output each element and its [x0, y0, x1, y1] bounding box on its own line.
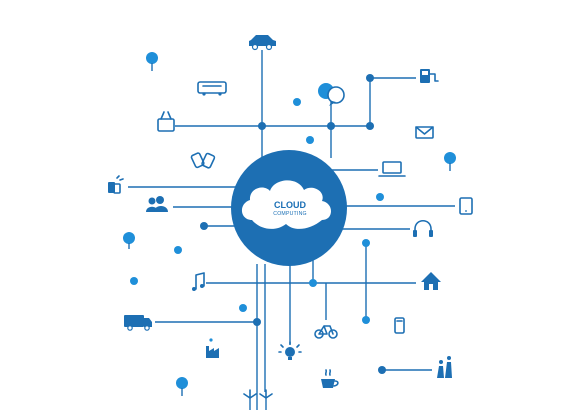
tv-icon	[157, 111, 175, 132]
dot-1	[293, 98, 301, 106]
car-icon	[249, 35, 276, 51]
headphones-icon	[413, 219, 433, 237]
node-gas-corner	[366, 74, 374, 82]
dot-4	[362, 239, 370, 247]
floating-dots	[130, 98, 384, 324]
hand-phone-icon	[108, 175, 124, 194]
map-pin-icon	[123, 232, 135, 249]
truck-icon	[124, 315, 152, 331]
flip-phones-icon	[190, 152, 216, 169]
node-chimneys-end	[378, 366, 386, 374]
dot-3	[376, 193, 384, 201]
node-chat-junction	[327, 122, 335, 130]
map-pin-icon	[146, 52, 158, 71]
mobile-phone-icon	[394, 317, 405, 334]
chimneys-icon	[437, 356, 452, 378]
junction-nodes	[200, 74, 386, 374]
connection-lines	[128, 50, 455, 410]
node-car-junction	[258, 122, 266, 130]
dot-6	[130, 277, 138, 285]
light-bulb-icon	[278, 341, 302, 360]
coffee-cup-icon	[321, 369, 339, 388]
dot-8	[239, 304, 247, 312]
cloud-icon	[241, 180, 331, 229]
laptop-icon	[378, 161, 406, 177]
node-gas-junction	[366, 122, 374, 130]
hub-subtitle: COMPUTING	[273, 211, 307, 217]
map-pin-icon	[176, 377, 188, 396]
cloud-hub: CLOUD COMPUTING	[231, 150, 347, 266]
factory-icon	[206, 338, 219, 358]
node-left-dot	[200, 222, 208, 230]
bicycle-icon	[314, 325, 338, 339]
gas-station-icon	[420, 69, 439, 83]
dot-5	[174, 246, 182, 254]
tablet-icon	[459, 197, 473, 215]
dot-2	[306, 136, 314, 144]
dot-7	[309, 279, 317, 287]
people-icon	[146, 196, 168, 212]
chat-bubbles-icon	[318, 83, 345, 106]
house-icon	[421, 272, 441, 290]
bus-icon	[197, 81, 227, 96]
mail-icon	[415, 126, 434, 139]
map-pin-icon	[444, 152, 456, 171]
wind-turbine-icon	[243, 389, 273, 410]
hub-title: CLOUD	[274, 200, 306, 210]
node-truck-junction	[253, 318, 261, 326]
music-note-icon	[192, 272, 205, 291]
dot-9	[362, 316, 370, 324]
